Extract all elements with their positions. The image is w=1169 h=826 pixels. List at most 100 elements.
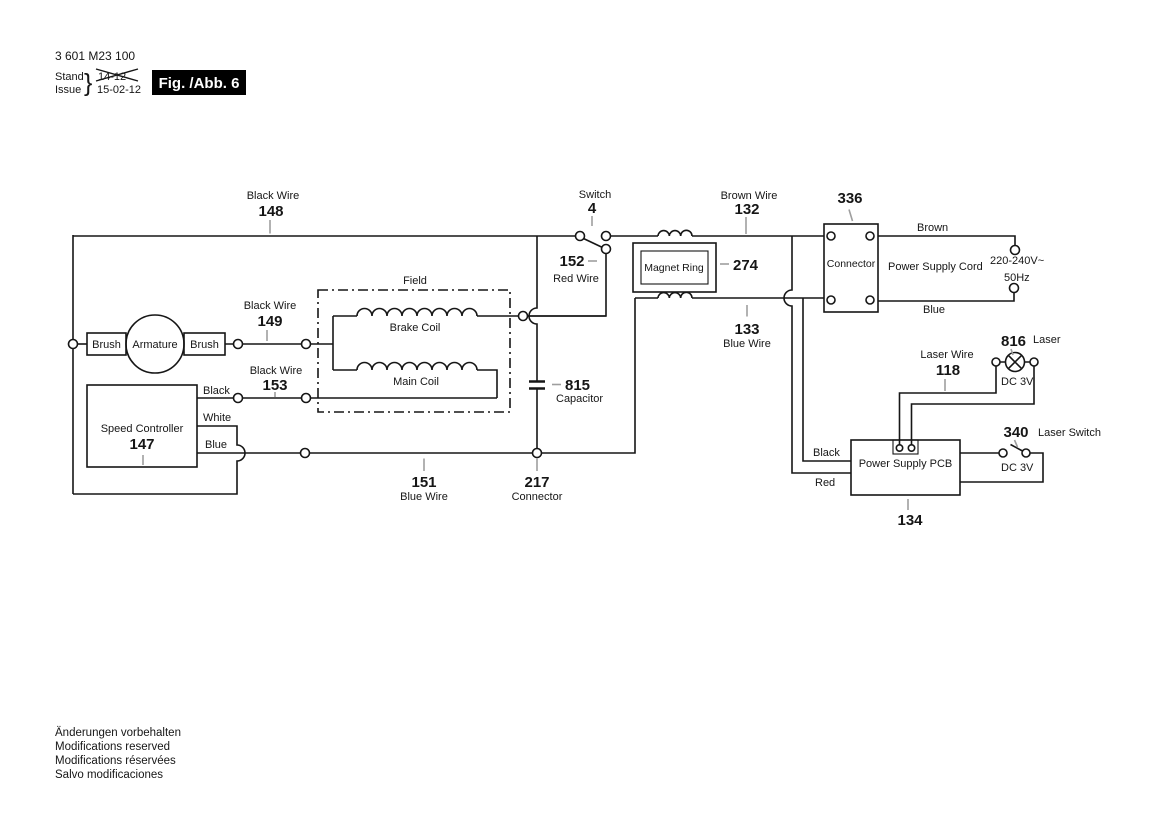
ref-132: 132 bbox=[734, 201, 759, 218]
field-box bbox=[317, 289, 511, 413]
switch-terminal bbox=[600, 243, 612, 255]
label-wire-black: Black bbox=[203, 385, 230, 397]
footer-line-en: Modifications reserved bbox=[55, 741, 170, 753]
connector-node bbox=[300, 392, 312, 404]
part-number: 3 601 M23 100 bbox=[55, 49, 135, 63]
power-cord-brown bbox=[878, 235, 1016, 246]
brush-right-box bbox=[183, 332, 226, 356]
pointer-816 bbox=[1010, 348, 1014, 356]
figure-label-box bbox=[152, 70, 246, 95]
mains-plug-terminal bbox=[1008, 282, 1020, 294]
connector-node bbox=[517, 310, 529, 322]
connector-336-terminal bbox=[826, 295, 836, 305]
laser-switch-blade bbox=[1010, 443, 1023, 452]
ref-217: 217 bbox=[524, 474, 549, 491]
capacitor-branch-wire bbox=[528, 236, 538, 449]
main-coil bbox=[356, 361, 478, 371]
footer-line-de: Änderungen vorbehalten bbox=[55, 727, 181, 739]
label-switch-dc3v: DC 3V bbox=[1001, 462, 1034, 474]
ref-4: 4 bbox=[588, 200, 597, 217]
label-laser-dc3v: DC 3V bbox=[1001, 376, 1034, 388]
stand-label: Stand bbox=[55, 71, 84, 83]
footer-line-fr: Modifications réservées bbox=[55, 755, 176, 767]
strikethrough-x bbox=[95, 68, 139, 82]
header: 3 601 M23 100 Stand Issue } 14-12 15-02-… bbox=[55, 49, 246, 97]
label-brake-coil: Brake Coil bbox=[390, 322, 441, 334]
ref-133: 133 bbox=[734, 321, 759, 338]
wiring bbox=[72, 229, 1044, 495]
wire-white bbox=[73, 425, 246, 495]
brake-coil bbox=[356, 307, 478, 317]
switch-terminal bbox=[574, 230, 586, 242]
pcb-feed-red-wire bbox=[783, 236, 851, 474]
footer: Änderungen vorbehalten Modifications res… bbox=[55, 727, 181, 781]
label-power-supply-pcb: Power Supply PCB bbox=[859, 458, 953, 470]
ref-274: 274 bbox=[733, 257, 759, 274]
connector-node bbox=[299, 447, 311, 459]
label-pcb-black: Black bbox=[813, 447, 840, 459]
label-black-wire-153: Black Wire bbox=[250, 365, 303, 377]
connector-node-217 bbox=[531, 447, 543, 459]
label-field: Field bbox=[403, 275, 427, 287]
switch-terminal bbox=[600, 230, 612, 242]
footer-line-es: Salvo modificaciones bbox=[55, 769, 163, 781]
wire-blue-151 bbox=[197, 298, 636, 454]
connection-nodes bbox=[67, 230, 1039, 459]
issue-date: 15-02-12 bbox=[97, 84, 141, 96]
brace-glyph: } bbox=[84, 69, 92, 97]
laser-switch-terminal bbox=[998, 448, 1008, 458]
connector-node bbox=[232, 392, 244, 404]
label-switch: Switch bbox=[579, 189, 611, 201]
connector-box bbox=[823, 223, 879, 313]
connector-336-terminal bbox=[865, 295, 875, 305]
labels: Black Wire 148 Black Wire 149 Black Wire… bbox=[92, 189, 1101, 529]
pointer-340 bbox=[1013, 439, 1019, 448]
laser-switch-terminal bbox=[1021, 448, 1031, 458]
connector-node bbox=[232, 338, 244, 350]
label-cord-brown: Brown bbox=[917, 222, 948, 234]
switch-blade bbox=[583, 237, 603, 249]
label-wire-blue: Blue bbox=[205, 439, 227, 451]
laser-wire-left bbox=[898, 361, 1006, 445]
label-connector-217: Connector bbox=[512, 491, 563, 503]
label-cord-blue: Blue bbox=[923, 304, 945, 316]
ref-815: 815 bbox=[565, 377, 590, 394]
capacitor-plates bbox=[529, 380, 545, 390]
label-blue-wire-133: Blue Wire bbox=[723, 338, 771, 350]
connector-node bbox=[67, 338, 79, 350]
label-laser-wire: Laser Wire bbox=[920, 349, 973, 361]
components bbox=[86, 223, 1026, 496]
label-brush-left: Brush bbox=[92, 339, 121, 351]
label-pointers bbox=[142, 209, 1019, 510]
magnet-ring-outer-box bbox=[632, 242, 717, 293]
ref-152: 152 bbox=[559, 253, 584, 270]
speed-controller-box bbox=[86, 384, 198, 468]
power-cord-blue bbox=[878, 292, 1015, 302]
pointer-336 bbox=[848, 209, 854, 222]
label-black-wire-149: Black Wire bbox=[244, 300, 297, 312]
magnet-ring-bottom-coil bbox=[657, 291, 693, 299]
laser-terminal bbox=[1029, 357, 1039, 367]
label-magnet-ring: Magnet Ring bbox=[644, 262, 704, 274]
main-coil-leads bbox=[333, 369, 498, 398]
ref-151: 151 bbox=[411, 474, 436, 491]
mains-plug-terminal bbox=[1009, 244, 1021, 256]
pcb-feed-black-wire bbox=[802, 298, 851, 462]
label-connector-336: Connector bbox=[827, 258, 876, 270]
label-main-coil: Main Coil bbox=[393, 376, 439, 388]
connector-336-terminal bbox=[826, 231, 836, 241]
label-armature: Armature bbox=[132, 339, 177, 351]
label-frequency: 50Hz bbox=[1004, 272, 1030, 284]
laser-lamp-icon bbox=[1004, 351, 1026, 373]
magnet-ring-inner-box bbox=[640, 250, 709, 285]
ref-149: 149 bbox=[257, 313, 282, 330]
ref-118: 118 bbox=[936, 362, 960, 379]
label-brush-right: Brush bbox=[190, 339, 219, 351]
label-red-wire-152: Red Wire bbox=[553, 273, 599, 285]
figure-label: Fig. /Abb. 6 bbox=[159, 75, 240, 92]
connector-336-terminal bbox=[865, 231, 875, 241]
ref-153: 153 bbox=[262, 377, 287, 394]
ref-340: 340 bbox=[1003, 424, 1028, 441]
ref-148: 148 bbox=[258, 203, 283, 220]
